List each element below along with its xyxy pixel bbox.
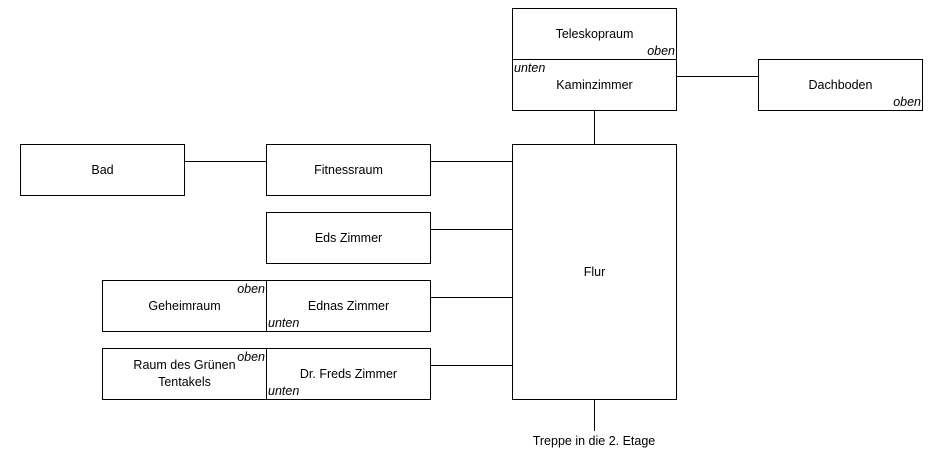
room-dachboden: Dachboden oben xyxy=(758,59,923,111)
room-teleskopraum: Teleskopraum oben xyxy=(512,8,677,60)
room-dr-freds-zimmer: Dr. Freds Zimmer unten xyxy=(266,348,431,400)
room-label: Fitnessraum xyxy=(314,162,383,177)
room-label: Bad xyxy=(91,162,114,177)
room-eds-zimmer: Eds Zimmer xyxy=(266,212,431,264)
room-bad: Bad xyxy=(20,144,185,196)
stairs-label: Treppe in die 2. Etage xyxy=(532,434,656,448)
room-geheimraum: Geheimraum oben xyxy=(102,280,267,332)
room-label: Kaminzimmer xyxy=(556,77,633,92)
level-tag: oben xyxy=(893,95,921,109)
room-label: Ednas Zimmer xyxy=(307,298,390,313)
level-tag: unten xyxy=(268,316,300,330)
level-tag: oben xyxy=(237,350,265,364)
room-label: Dr. Freds Zimmer xyxy=(299,366,398,381)
room-ednas-zimmer: Ednas Zimmer unten xyxy=(266,280,431,332)
room-label: Geheimraum xyxy=(148,298,221,313)
room-label: Flur xyxy=(583,264,606,279)
room-label: Dachboden xyxy=(808,77,873,92)
room-flur: Flur xyxy=(512,144,677,400)
room-kaminzimmer: Kaminzimmer unten xyxy=(512,59,677,111)
level-tag: unten xyxy=(514,61,546,75)
level-tag: oben xyxy=(647,44,675,58)
room-label: Eds Zimmer xyxy=(314,230,383,245)
room-raum-des-gruenen-tentakels: Raum des Grünen Tentakels oben xyxy=(102,348,267,400)
level-tag: oben xyxy=(237,282,265,296)
room-label: Raum des Grünen Tentakels xyxy=(133,358,236,389)
room-fitnessraum: Fitnessraum xyxy=(266,144,431,196)
level-tag: unten xyxy=(268,384,300,398)
room-label: Teleskopraum xyxy=(555,26,634,41)
